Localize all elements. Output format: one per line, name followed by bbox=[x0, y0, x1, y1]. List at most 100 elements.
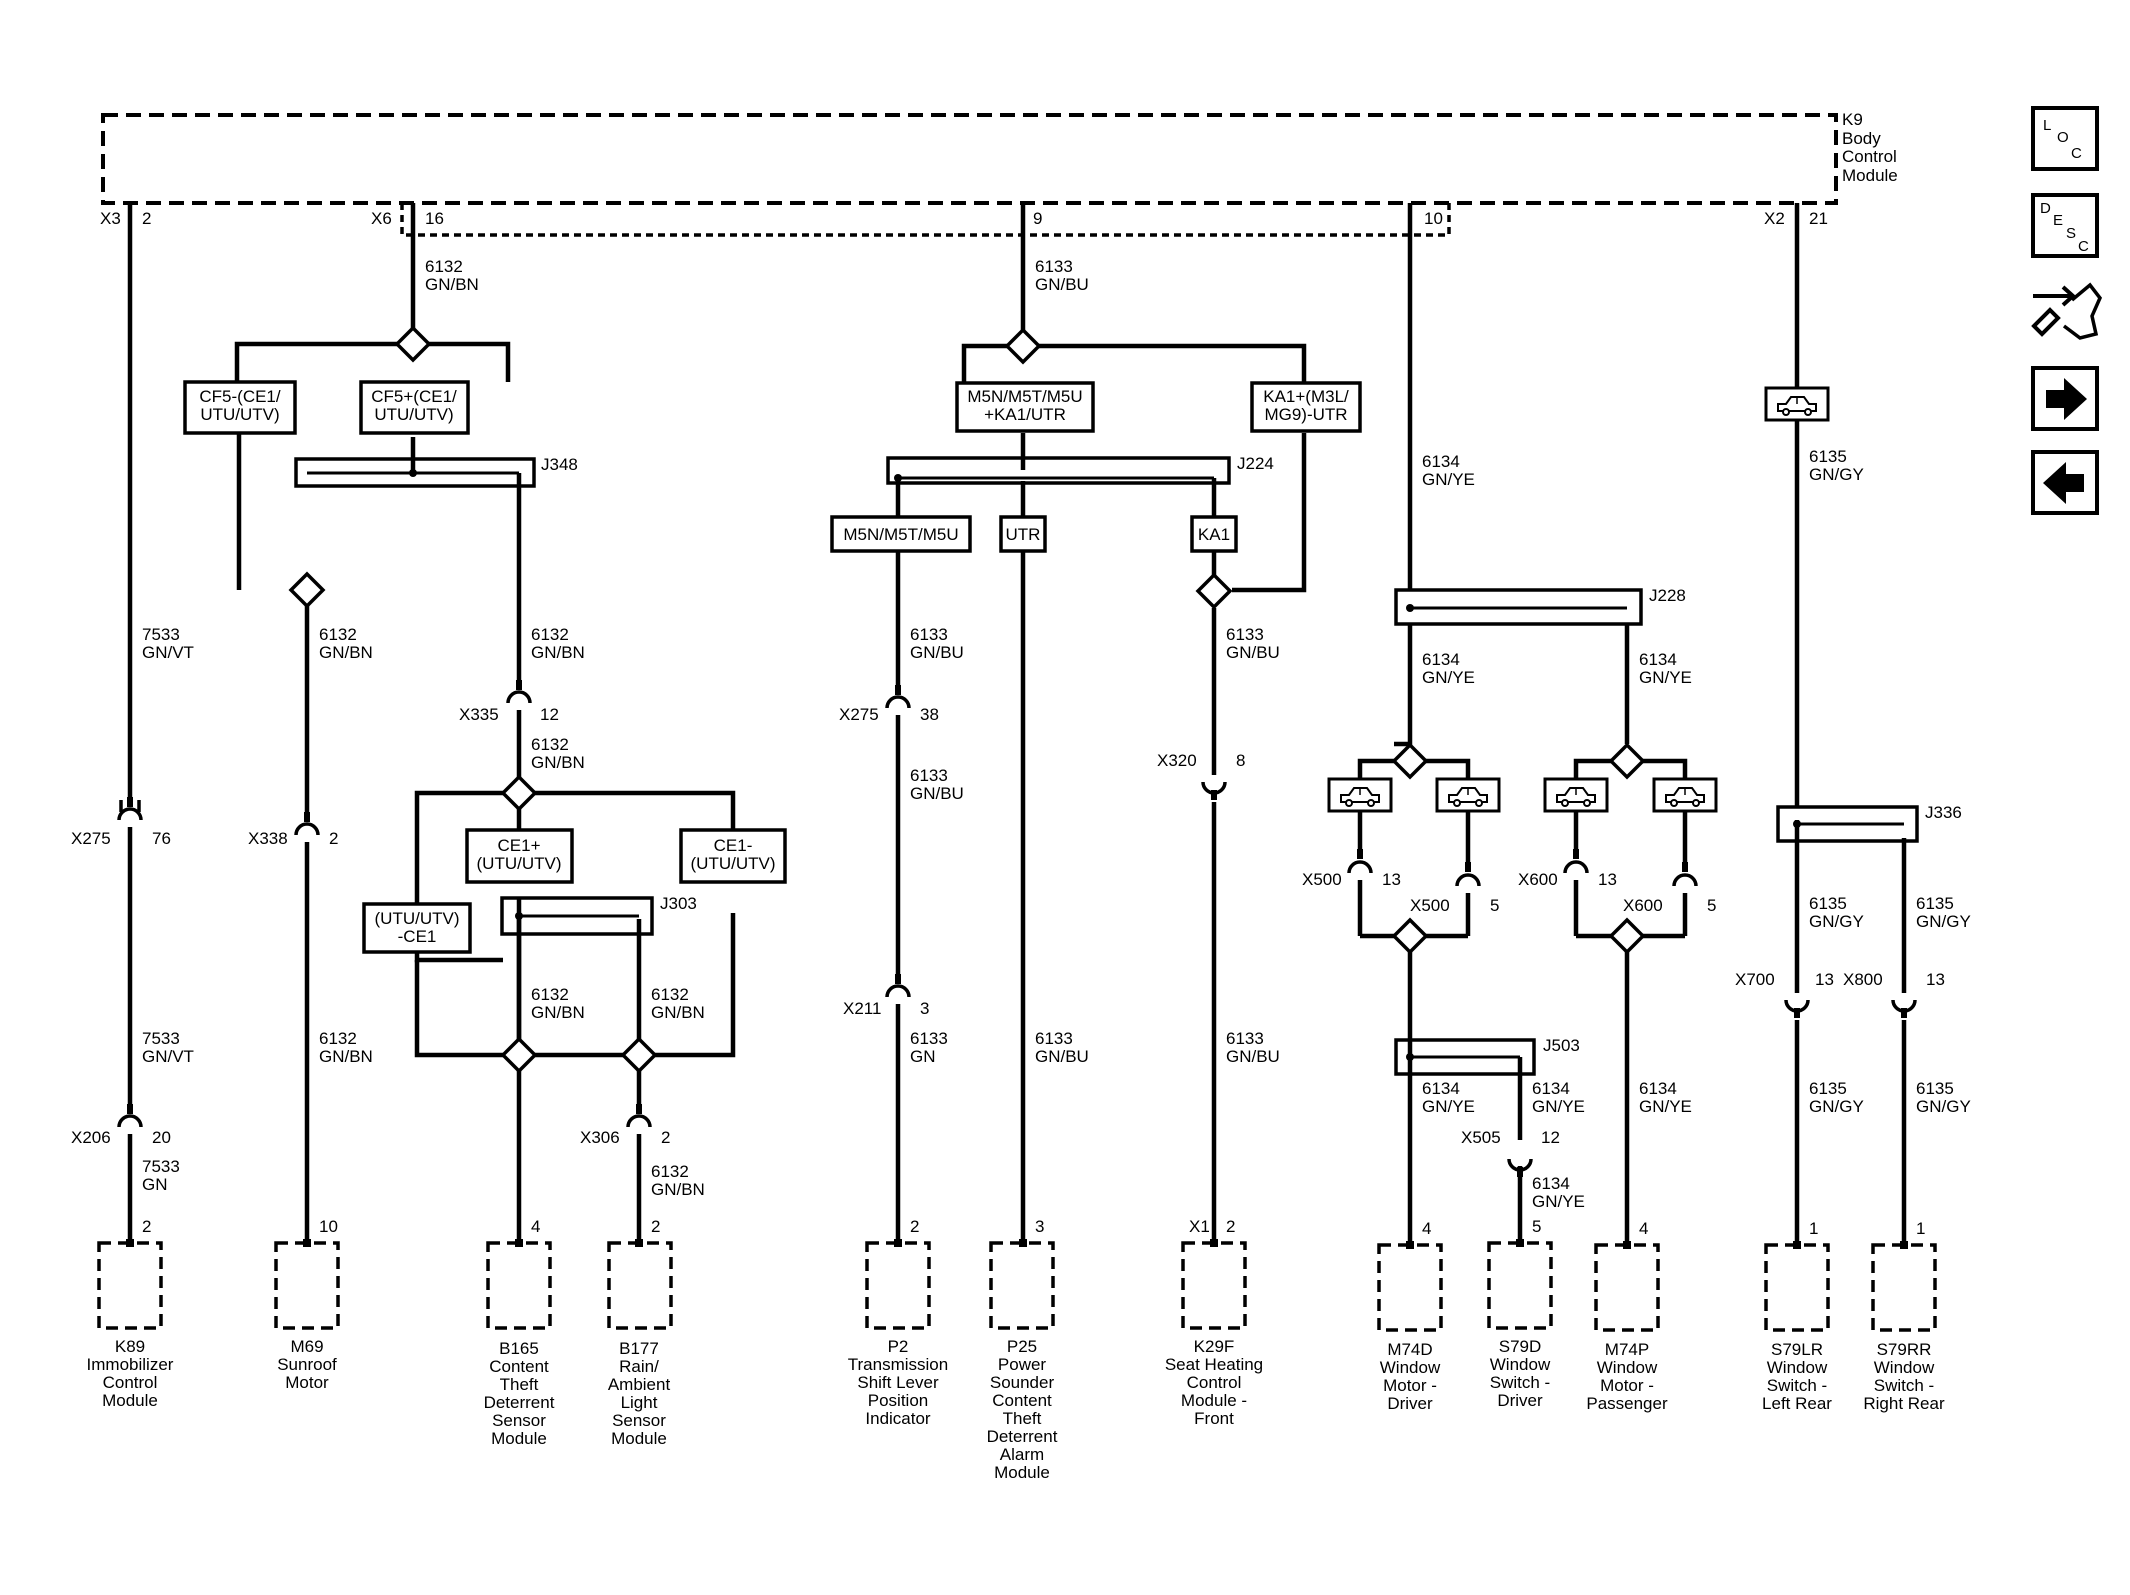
svg-text:GN/YE: GN/YE bbox=[1639, 1097, 1692, 1116]
option-box-ka1-m3l bbox=[1250, 381, 1362, 433]
svg-text:2: 2 bbox=[1226, 1217, 1235, 1236]
svg-text:2: 2 bbox=[651, 1217, 660, 1236]
svg-text:Indicator: Indicator bbox=[865, 1409, 931, 1428]
svg-text:10: 10 bbox=[1424, 209, 1443, 228]
svg-text:Module -: Module - bbox=[1181, 1391, 1247, 1410]
svg-text:X600: X600 bbox=[1518, 870, 1558, 889]
svg-text:UTU/UTV): UTU/UTV) bbox=[200, 405, 279, 424]
svg-text:13: 13 bbox=[1815, 970, 1834, 989]
svg-text:3: 3 bbox=[920, 999, 929, 1018]
car-icon bbox=[1327, 777, 1393, 813]
svg-text:X1: X1 bbox=[1189, 1217, 1210, 1236]
svg-text:Module: Module bbox=[102, 1391, 158, 1410]
svg-text:Control: Control bbox=[1842, 147, 1897, 166]
svg-text:-CE1: -CE1 bbox=[398, 927, 437, 946]
svg-text:2: 2 bbox=[910, 1217, 919, 1236]
connector-x600-a bbox=[1563, 860, 1589, 874]
svg-text:X600: X600 bbox=[1623, 896, 1663, 915]
option-box-ce1-plus bbox=[465, 828, 574, 884]
connector-x275-b bbox=[885, 695, 911, 709]
svg-text:Right Rear: Right Rear bbox=[1863, 1394, 1945, 1413]
connector-x500-a bbox=[1347, 860, 1373, 874]
connector-x338 bbox=[294, 822, 320, 836]
svg-text:K9: K9 bbox=[1842, 110, 1863, 129]
svg-text:X206: X206 bbox=[71, 1128, 111, 1147]
svg-text:M5N/M5T/M5U: M5N/M5T/M5U bbox=[843, 525, 958, 544]
component-pin-marks bbox=[126, 1239, 1908, 1249]
component-pin-labels: 2 10 4 2 2 3 2 4 5 4 1 1 bbox=[142, 1217, 1925, 1238]
car-icon bbox=[1652, 777, 1718, 813]
svg-text:J224: J224 bbox=[1237, 454, 1274, 473]
module-label: K9 Body Control Module bbox=[1842, 110, 1898, 185]
splice-j228 bbox=[1394, 588, 1643, 626]
arrow-left-icon[interactable] bbox=[2031, 450, 2099, 515]
svg-text:9: 9 bbox=[1033, 209, 1042, 228]
svg-text:6135: 6135 bbox=[1809, 1079, 1847, 1098]
svg-text:GN/BU: GN/BU bbox=[1226, 643, 1280, 662]
svg-text:Window: Window bbox=[1767, 1358, 1828, 1377]
svg-text:Motor: Motor bbox=[285, 1373, 329, 1392]
svg-text:Ambient: Ambient bbox=[608, 1375, 671, 1394]
svg-text:6135: 6135 bbox=[1916, 894, 1954, 913]
connector-x335 bbox=[506, 690, 532, 704]
car-icon bbox=[1435, 777, 1501, 813]
vehicle-icons bbox=[1327, 386, 1830, 813]
svg-text:C: C bbox=[2078, 238, 2089, 255]
svg-text:J303: J303 bbox=[660, 894, 697, 913]
svg-text:5: 5 bbox=[1532, 1217, 1541, 1236]
svg-text:1: 1 bbox=[1809, 1219, 1818, 1238]
svg-text:J348: J348 bbox=[541, 455, 578, 474]
svg-text:Sounder: Sounder bbox=[990, 1373, 1055, 1392]
connector-x306 bbox=[626, 1114, 652, 1128]
svg-text:Theft: Theft bbox=[500, 1375, 539, 1394]
svg-text:6134: 6134 bbox=[1639, 1079, 1677, 1098]
svg-text:Module: Module bbox=[994, 1463, 1050, 1482]
component-m74p: M74P Window Motor - Passenger bbox=[1586, 1340, 1668, 1413]
svg-text:13: 13 bbox=[1598, 870, 1617, 889]
connector-tool-icon[interactable] bbox=[2031, 282, 2103, 340]
connector-x275-a bbox=[117, 807, 143, 821]
svg-text:GN/GY: GN/GY bbox=[1809, 1097, 1864, 1116]
svg-text:4: 4 bbox=[1639, 1219, 1648, 1238]
svg-text:7533: 7533 bbox=[142, 625, 180, 644]
svg-text:6132: 6132 bbox=[531, 735, 569, 754]
loc-button[interactable]: L O C bbox=[2031, 106, 2099, 171]
svg-text:6134: 6134 bbox=[1422, 1079, 1460, 1098]
svg-text:6134: 6134 bbox=[1532, 1174, 1570, 1193]
svg-text:Alarm: Alarm bbox=[1000, 1445, 1044, 1464]
svg-text:X306: X306 bbox=[580, 1128, 620, 1147]
svg-text:2: 2 bbox=[142, 1217, 151, 1236]
svg-text:Left Rear: Left Rear bbox=[1762, 1394, 1832, 1413]
svg-text:6133: 6133 bbox=[910, 766, 948, 785]
svg-text:5: 5 bbox=[1490, 896, 1499, 915]
component-s79lr: S79LR Window Switch - Left Rear bbox=[1762, 1340, 1832, 1413]
splice-j303 bbox=[500, 896, 654, 936]
svg-text:O: O bbox=[2057, 129, 2069, 146]
svg-text:CF5-(CE1/: CF5-(CE1/ bbox=[199, 387, 281, 406]
svg-text:GN: GN bbox=[910, 1047, 936, 1066]
svg-text:GN/GY: GN/GY bbox=[1916, 912, 1971, 931]
svg-text:X3: X3 bbox=[100, 209, 121, 228]
svg-text:GN/YE: GN/YE bbox=[1422, 668, 1475, 687]
svg-text:GN/BN: GN/BN bbox=[319, 1047, 373, 1066]
option-box-cf5-plus bbox=[359, 380, 470, 435]
svg-text:6133: 6133 bbox=[1226, 625, 1264, 644]
svg-text:Passenger: Passenger bbox=[1586, 1394, 1668, 1413]
svg-text:J503: J503 bbox=[1543, 1036, 1580, 1055]
svg-text:Switch -: Switch - bbox=[1490, 1373, 1550, 1392]
connector-x211 bbox=[885, 984, 911, 998]
svg-text:5: 5 bbox=[1707, 896, 1716, 915]
component-m69: M69 Sunroof Motor bbox=[277, 1337, 337, 1392]
option-box-m5n-ka1 bbox=[955, 381, 1095, 433]
svg-text:B177: B177 bbox=[619, 1339, 659, 1358]
svg-text:2: 2 bbox=[329, 829, 338, 848]
k9-module-outline bbox=[101, 113, 1838, 205]
desc-button[interactable]: D E S C bbox=[2031, 193, 2099, 258]
svg-text:GN/YE: GN/YE bbox=[1639, 668, 1692, 687]
arrow-right-icon[interactable] bbox=[2031, 366, 2099, 431]
svg-text:38: 38 bbox=[920, 705, 939, 724]
svg-text:K29F: K29F bbox=[1194, 1337, 1235, 1356]
svg-text:Deterrent: Deterrent bbox=[987, 1427, 1058, 1446]
svg-text:6132: 6132 bbox=[319, 1029, 357, 1048]
